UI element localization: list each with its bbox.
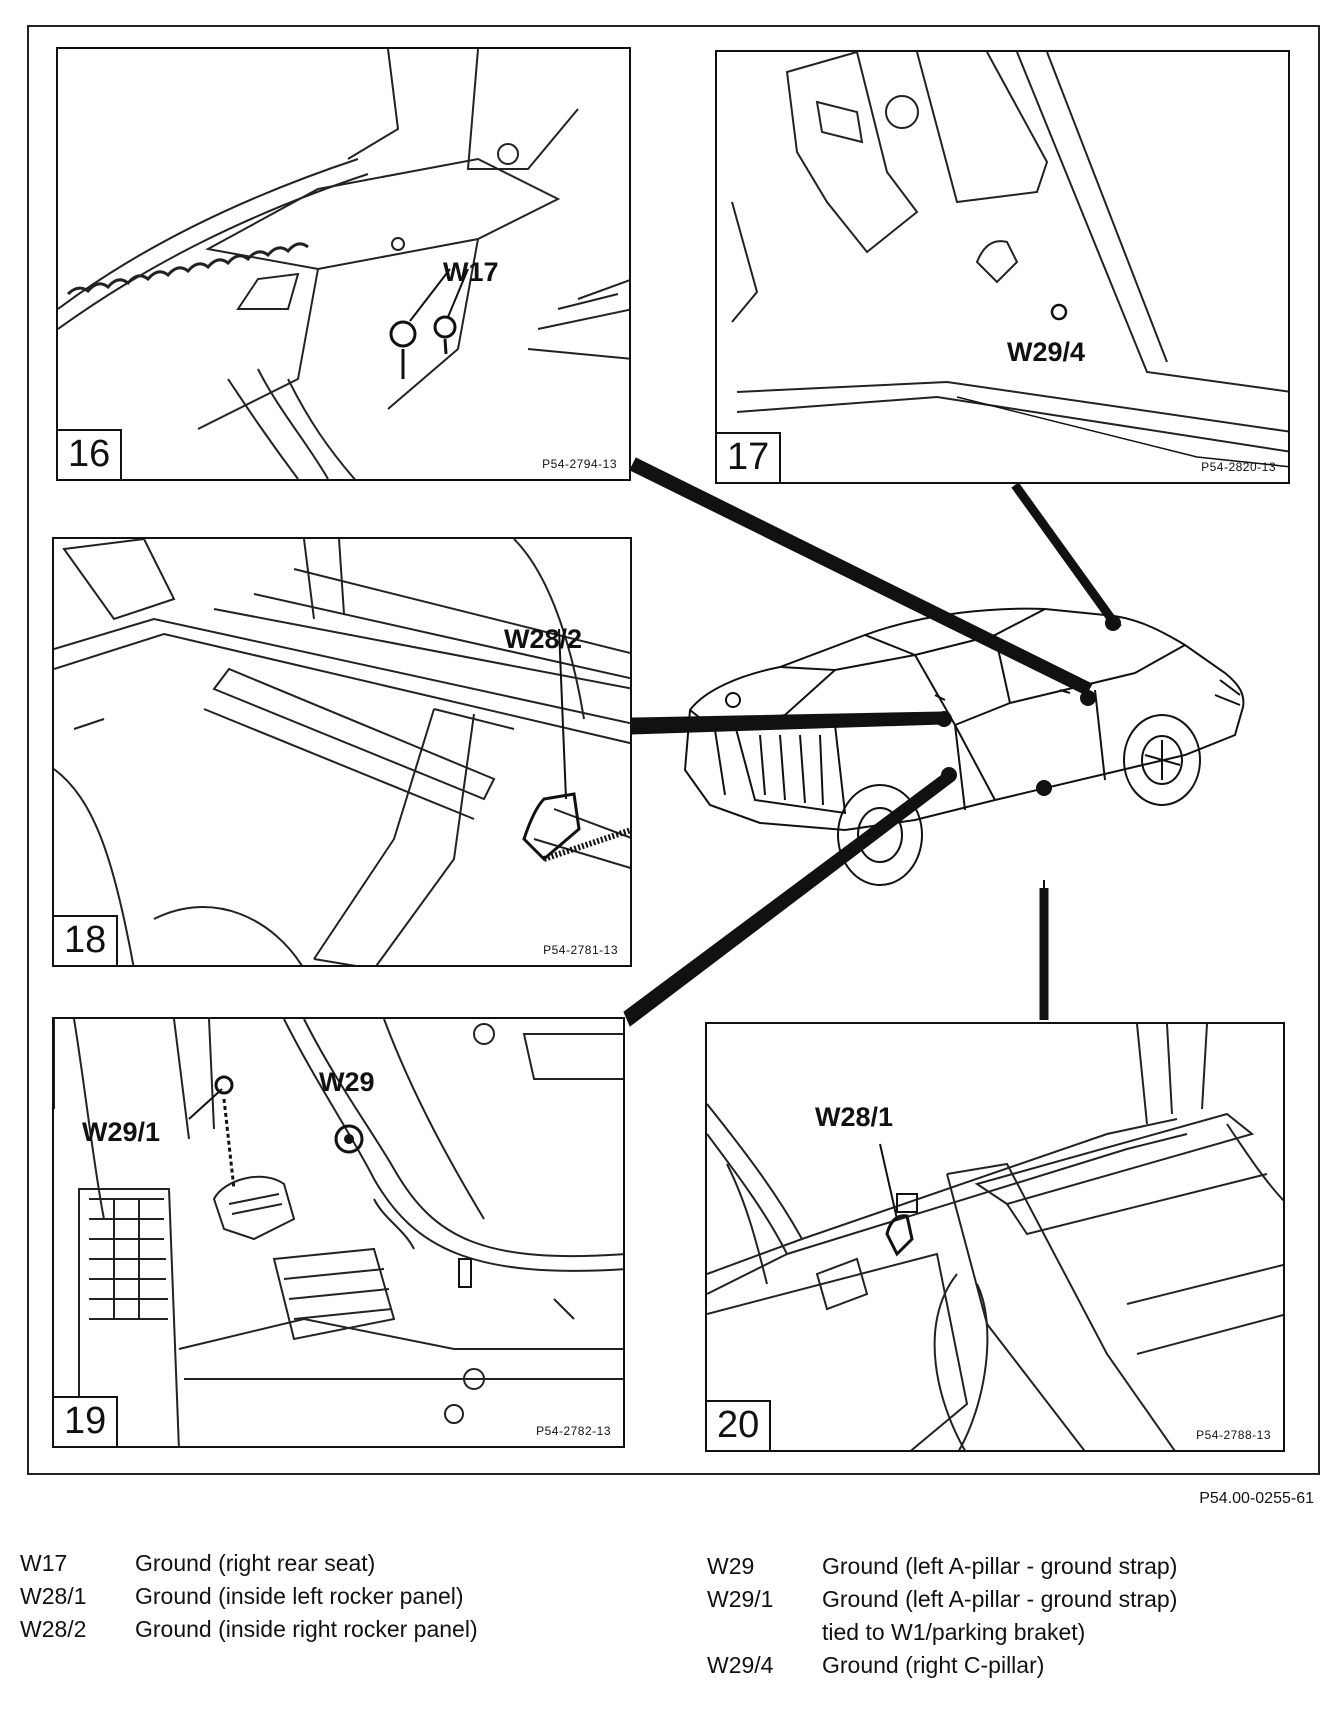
ground-point-w29	[941, 767, 957, 783]
car-illustration	[683, 607, 1245, 886]
legend-item: W29 Ground (left A-pillar - ground strap)	[707, 1550, 1177, 1583]
callout-w29: W29	[319, 1067, 375, 1097]
callout-w28-1: W28/1	[815, 1102, 894, 1132]
legend-desc: tied to W1/parking braket)	[822, 1619, 1086, 1645]
panel-20: W28/1 20 P54-2788-13	[705, 1022, 1285, 1452]
legend-code: W29/1	[707, 1586, 774, 1612]
callout-w28-2: W28/2	[504, 624, 583, 654]
panel-17-drawing	[731, 52, 1288, 468]
legend-item: W29/1 Ground (left A-pillar - ground stra…	[707, 1583, 1177, 1616]
legend-code: W29	[707, 1553, 755, 1579]
ground-point-w28-1	[1036, 780, 1052, 796]
legend-item: W17 Ground (right rear seat)	[20, 1547, 478, 1580]
panel-20-drawing	[707, 1024, 1283, 1450]
ground-point-w29-4	[1105, 615, 1121, 631]
legend-desc: Ground (inside left rocker panel)	[135, 1583, 464, 1609]
panel-code: P54-2788-13	[1196, 1428, 1271, 1442]
ground-point-w28-2	[936, 711, 952, 727]
ground-point-w17	[1080, 690, 1096, 706]
legend-item: W28/2 Ground (inside right rocker panel)	[20, 1613, 478, 1646]
legend-item: W29/4 Ground (right C-pillar)	[707, 1649, 1177, 1682]
legend-desc: Ground (inside right rocker panel)	[135, 1616, 478, 1642]
panel-number: 19	[54, 1396, 119, 1446]
diagram-frame	[27, 25, 1320, 1475]
panel-19: W29 W29/1 19 P54-2782-13	[52, 1017, 625, 1448]
legend-item-continued: tied to W1/parking braket)	[707, 1616, 1177, 1649]
panel-code: P54-2794-13	[542, 457, 617, 471]
panel-16: W17 16 P54-2794-13	[56, 47, 631, 481]
callout-w29-1: W29/1	[82, 1117, 161, 1147]
legend-item: W28/1 Ground (inside left rocker panel)	[20, 1580, 478, 1613]
callout-w29-4: W29/4	[1007, 337, 1086, 367]
figure-id: P54.00-0255-61	[1199, 1490, 1314, 1507]
panel-18-drawing	[54, 539, 630, 965]
legend-code: W17	[20, 1550, 68, 1576]
panel-19-drawing	[54, 1019, 623, 1446]
panel-code: P54-2781-13	[543, 943, 618, 957]
panel-number: 18	[54, 915, 119, 965]
panel-17: W29/4 17 P54-2820-13	[715, 50, 1290, 484]
legend-code: W29/4	[707, 1652, 774, 1678]
panel-code: P54-2820-13	[1201, 460, 1276, 474]
callout-w17: W17	[443, 257, 499, 287]
legend-code: W28/2	[20, 1616, 87, 1642]
panel-code: P54-2782-13	[536, 1424, 611, 1438]
leader-17	[1011, 482, 1122, 631]
panel-number: 20	[707, 1400, 772, 1450]
panel-16-drawing	[58, 49, 629, 479]
legend-desc: Ground (right C-pillar)	[822, 1652, 1045, 1678]
legend-code: W28/1	[20, 1583, 87, 1609]
panel-number: 16	[58, 429, 123, 479]
legend-desc: Ground (left A-pillar - ground strap)	[822, 1553, 1178, 1579]
panel-number: 17	[717, 432, 782, 482]
legend-desc: Ground (left A-pillar - ground strap)	[822, 1586, 1178, 1612]
panel-18: W28/2 18 P54-2781-13	[52, 537, 632, 967]
legend-desc: Ground (right rear seat)	[135, 1550, 376, 1576]
